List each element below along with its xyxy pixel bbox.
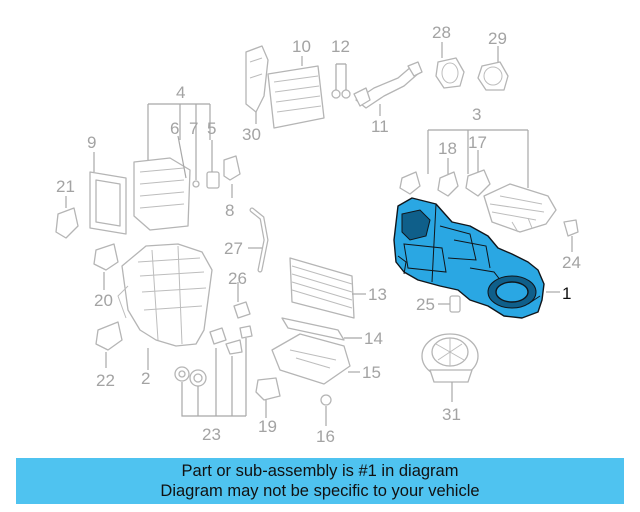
part-30-bracket[interactable]: [245, 45, 269, 113]
part-6-evaporator-core[interactable]: [133, 157, 191, 231]
callout-24[interactable]: 24: [562, 253, 581, 272]
callout-4[interactable]: 4: [176, 83, 185, 102]
part-9-filter[interactable]: [89, 171, 127, 235]
part-21-bracket[interactable]: [55, 207, 79, 239]
callout-7[interactable]: 7: [189, 119, 198, 138]
callout-12[interactable]: 12: [331, 37, 350, 56]
part-22-bracket[interactable]: [95, 321, 123, 351]
callout-3[interactable]: 3: [472, 105, 481, 124]
part-1-housing[interactable]: [393, 197, 545, 319]
part-13-filter[interactable]: [289, 257, 355, 319]
callout-17[interactable]: 17: [468, 133, 487, 152]
part-26-screw[interactable]: [233, 301, 251, 319]
callout-29[interactable]: 29: [488, 29, 507, 48]
callout-23[interactable]: 23: [202, 425, 221, 444]
part-23-seals[interactable]: [174, 325, 253, 387]
part-12-clips[interactable]: [331, 63, 351, 99]
part-16-plug[interactable]: [320, 394, 332, 406]
callout-8[interactable]: 8: [225, 201, 234, 220]
callout-labels: 1 2 3 4 5 6 7 8 9 10 11 12 13 14 15 16 1…: [56, 23, 581, 446]
part-3a-actuator[interactable]: [399, 171, 421, 195]
part-31-blower-motor[interactable]: [421, 333, 479, 383]
part-29-gasket[interactable]: [477, 61, 509, 91]
callout-2[interactable]: 2: [141, 369, 150, 388]
part-2-evaporator-housing[interactable]: [117, 243, 213, 347]
callout-27[interactable]: 27: [224, 239, 243, 258]
callout-9[interactable]: 9: [87, 133, 96, 152]
part-20-bracket[interactable]: [93, 243, 119, 271]
callout-21[interactable]: 21: [56, 177, 75, 196]
callout-30[interactable]: 30: [242, 125, 261, 144]
banner-line-disclaimer: Diagram may not be specific to your vehi…: [160, 482, 480, 500]
part-24-clip[interactable]: [563, 219, 579, 237]
callout-11[interactable]: 11: [371, 117, 389, 136]
callout-26[interactable]: 26: [228, 269, 247, 288]
parts-diagram: 1 2 3 4 5 6 7 8 9 10 11 12 13 14 15 16 1…: [55, 23, 581, 446]
info-banner: Part or sub-assembly is #1 in diagram Di…: [16, 458, 624, 504]
part-25-resistor[interactable]: [449, 295, 461, 313]
callout-18[interactable]: 18: [438, 139, 457, 158]
callout-5[interactable]: 5: [207, 119, 216, 138]
part-11-pipe[interactable]: [353, 61, 423, 109]
part-8-actuator[interactable]: [223, 155, 241, 181]
part-18-actuator[interactable]: [437, 171, 459, 197]
part-5-sensor[interactable]: [206, 171, 220, 189]
callout-31[interactable]: 31: [442, 405, 461, 424]
part-28-gasket[interactable]: [435, 57, 465, 89]
part-7-clip[interactable]: [192, 180, 200, 188]
part-27-hose[interactable]: [249, 207, 269, 273]
banner-line-part: Part or sub-assembly is #1 in diagram: [181, 462, 459, 480]
callout-22[interactable]: 22: [96, 371, 115, 390]
callout-14[interactable]: 14: [364, 329, 383, 348]
callout-25[interactable]: 25: [416, 295, 435, 314]
callout-16[interactable]: 16: [316, 427, 335, 446]
callout-6[interactable]: 6: [170, 119, 179, 138]
callout-20[interactable]: 20: [94, 291, 113, 310]
leader-lines: [65, 42, 573, 426]
part-19-bracket[interactable]: [255, 377, 281, 401]
part-10-heater-core[interactable]: [267, 65, 325, 129]
callout-19[interactable]: 19: [258, 417, 277, 436]
callout-10[interactable]: 10: [292, 37, 311, 56]
callout-28[interactable]: 28: [432, 23, 451, 42]
part-17-actuator[interactable]: [465, 169, 491, 197]
callout-1[interactable]: 1: [562, 284, 571, 303]
callout-15[interactable]: 15: [362, 363, 381, 382]
part-15-cover[interactable]: [271, 333, 351, 385]
part-14-seal[interactable]: [281, 317, 345, 341]
part-3-flap-assembly[interactable]: [483, 183, 557, 233]
callout-13[interactable]: 13: [368, 285, 387, 304]
